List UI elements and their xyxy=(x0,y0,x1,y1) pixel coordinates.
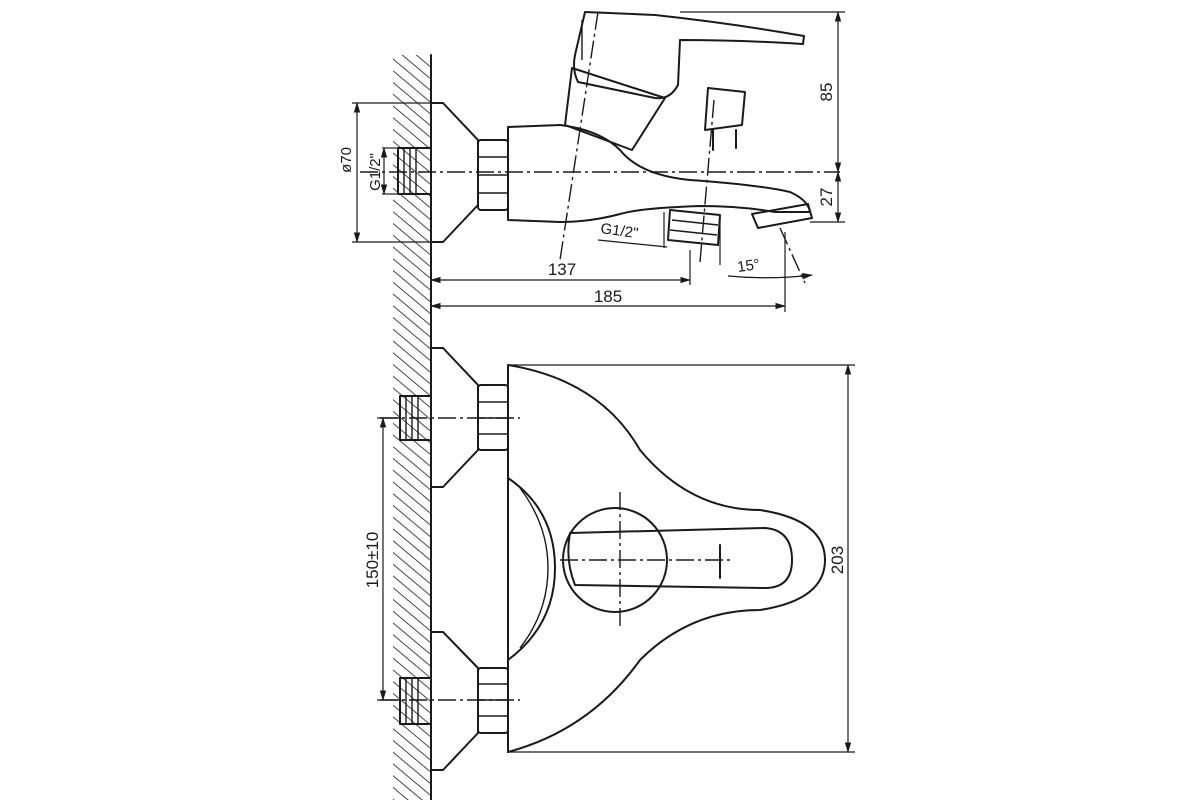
dim-85-label: 85 xyxy=(817,83,836,102)
front-faucet-body xyxy=(507,364,826,753)
dim-27-label: 27 xyxy=(817,188,836,207)
side-dimensions: 85 27 ø70 G1/2" G1/2" 15° 137 185 xyxy=(338,10,845,312)
side-diverter-knob xyxy=(704,87,746,151)
side-shower-outlet xyxy=(667,209,721,246)
side-lever-handle xyxy=(573,11,805,100)
front-lever xyxy=(567,527,793,589)
dim-203-label: 203 xyxy=(828,546,847,574)
side-cartridge xyxy=(564,67,666,151)
dim-angle-label: 15° xyxy=(736,256,761,276)
front-dimensions: 203 150±10 xyxy=(363,363,855,754)
dim-185-label: 185 xyxy=(594,287,622,306)
side-spout-aerator xyxy=(751,203,813,229)
dim-spacing-label: 150±10 xyxy=(363,532,382,589)
front-bottom-flange xyxy=(430,631,479,771)
side-hex-nut xyxy=(477,139,509,211)
dim-flange-diameter-label: ø70 xyxy=(338,147,355,173)
side-faucet-body xyxy=(507,124,811,223)
dim-outlet-thread-label: G1/2" xyxy=(599,220,639,242)
dim-inlet-thread-label: G1/2" xyxy=(367,153,384,191)
front-view xyxy=(380,347,826,771)
dim-137-label: 137 xyxy=(548,260,576,279)
side-view xyxy=(360,11,840,284)
